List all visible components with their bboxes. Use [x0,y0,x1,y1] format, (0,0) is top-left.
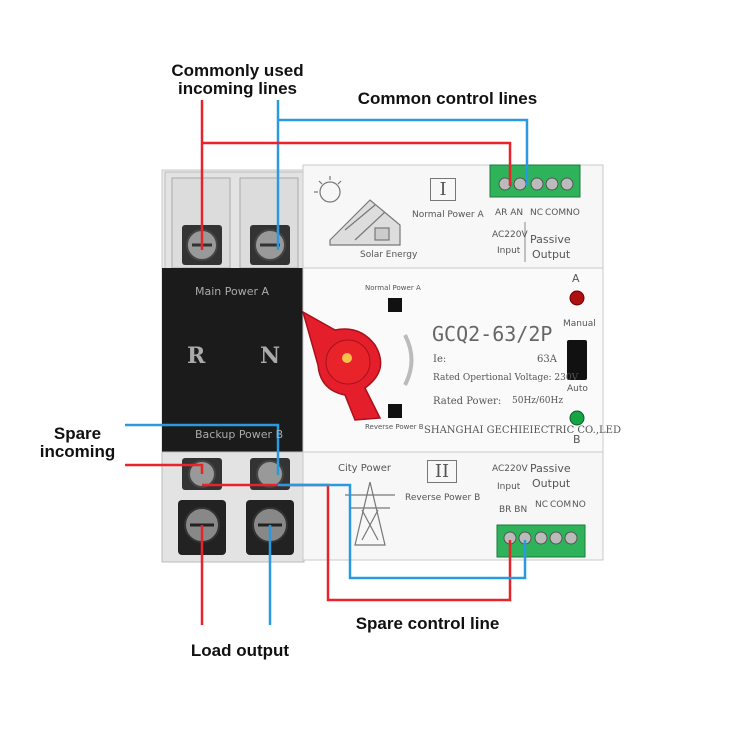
ac220v-bottom: AC220V [492,464,528,474]
ie-value: 63A [537,354,557,365]
wire-spare-control-blue [278,483,527,580]
bottom-control-terminal-block [496,524,586,558]
top-control-terminal-block [489,164,581,198]
terminal-top-nc: NC [530,208,544,218]
section-numeral-bottom: II [427,460,457,483]
terminal-top-no: NO [566,208,580,218]
normal-power-a-top: Normal Power A [412,210,484,220]
input-top: Input [497,246,521,256]
output-top: Output [532,248,571,261]
rated-power-label: Rated Power: [433,396,502,407]
wire-spare-incoming-red [125,463,204,474]
callout-commonly-used-incoming: Commonly used incoming lines [171,61,304,98]
output-bottom: Output [532,477,571,490]
manual-auto-switch[interactable] [567,340,587,380]
callout-load-output: Load output [190,641,290,660]
callout-common-control: Common control lines [357,89,538,108]
top-screw-n [250,225,290,265]
rated-voltage-label: Rated Opertional Voltage: 230V [433,373,579,383]
reverse-power-b-center: Reverse Power B [365,423,424,431]
wire-common-control-red [202,141,512,186]
terminal-bottom-nc: NC [535,500,549,510]
black-front-cover [162,268,304,453]
terminal-top-ar-an: AR AN [495,208,524,218]
ie-label: Ie: [433,354,447,365]
wire-common-control-blue [278,118,529,186]
backup-screw-n [250,458,290,490]
indicator-a-label: A [572,272,580,285]
position-window-b [388,404,402,418]
power-pylon-icon [345,481,395,546]
main-power-a-label: Main Power A [195,285,270,298]
indicator-light-a [569,290,585,306]
solar-energy-label: Solar Energy [360,250,418,260]
passive-top: Passive [530,233,571,246]
auto-label: Auto [567,384,588,394]
manual-label: Manual [563,319,596,329]
wire-spare-incoming-blue [125,423,280,475]
pole-n-label: N [260,343,281,369]
pole-r-label: R [187,343,206,369]
terminal-bottom-no: NO [572,500,586,510]
model-number: GCQ2-63/2P [432,322,553,346]
position-window-a [388,298,402,312]
solar-panel-icon [314,176,401,246]
reverse-power-b-bottom: Reverse Power B [405,493,481,503]
indicator-b-label: B [573,433,581,446]
rated-power-value: 50Hz/60Hz [512,396,564,406]
rotation-arrow-icon [403,334,414,386]
indicator-light-b [569,410,585,426]
manufacturer-label: SHANGHAI GECHIEIECTRIC CO.,LED [424,425,621,436]
input-bottom: Input [497,482,521,492]
section-numeral-top: I [430,178,456,201]
callout-spare-control: Spare control line [355,614,500,633]
red-rotary-handle[interactable] [301,310,382,421]
normal-power-a-center: Normal Power A [365,284,421,292]
city-power-label: City Power [338,463,392,474]
terminal-bottom-br-bn: BR BN [499,505,528,515]
callout-spare-incoming: Spare incoming [39,424,116,461]
terminal-bottom-com: COM [550,500,572,510]
terminal-top-com: COM [545,208,567,218]
backup-power-b-label: Backup Power B [195,428,284,441]
passive-bottom: Passive [530,462,571,475]
ac220v-top: AC220V [492,230,528,240]
